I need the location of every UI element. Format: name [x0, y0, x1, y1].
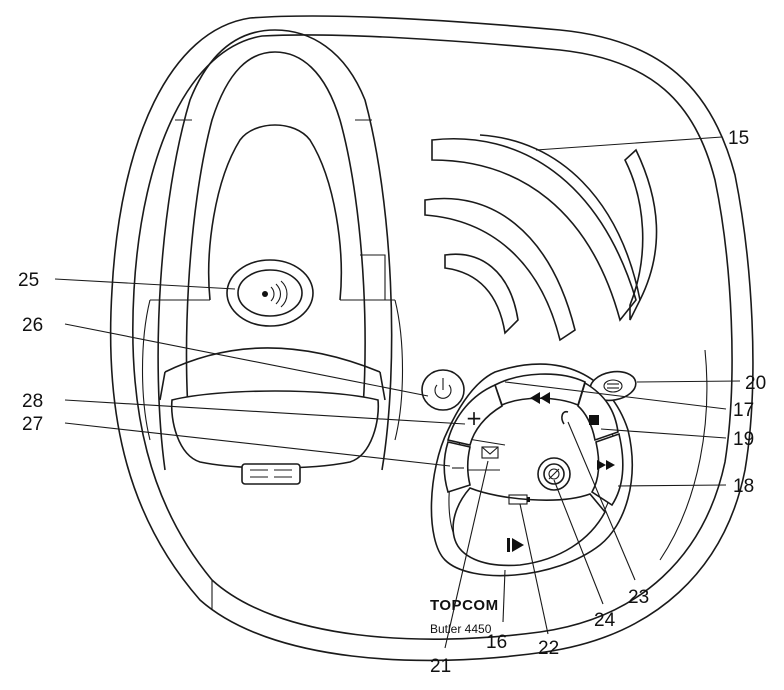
brand-label: TOPCOM: [430, 597, 499, 614]
handset-cradle: [141, 29, 404, 485]
callout-21: 21: [430, 656, 451, 677]
message-led: [481, 446, 499, 459]
answer-off-button[interactable]: [537, 457, 571, 491]
battery-icon: [508, 494, 530, 505]
stop-icon: [589, 415, 599, 425]
power-icon: [434, 378, 452, 399]
volume-down-button[interactable]: [443, 441, 471, 494]
line-led: [561, 410, 569, 425]
callout-18: 18: [733, 476, 754, 497]
callout-24: 24: [594, 610, 616, 631]
callout-25: 25: [18, 270, 39, 291]
callout-19: 19: [733, 429, 754, 450]
answer-off-icon: [548, 468, 560, 480]
page-icon: [262, 280, 288, 308]
stop-button[interactable]: [577, 381, 619, 442]
menu-button[interactable]: [588, 368, 638, 404]
callout-labels: 15 20 17 19 18 25 26 28 27 21 16 22 24 2…: [18, 128, 766, 677]
callout-22: 22: [538, 638, 559, 659]
play-button[interactable]: [452, 487, 606, 567]
plus-icon: +: [466, 406, 483, 430]
fast-forward-icon: [597, 460, 615, 470]
fast-forward-button[interactable]: [590, 432, 624, 507]
handset-icon: [561, 410, 569, 425]
callout-20: 20: [745, 373, 766, 394]
menu-icon: [603, 379, 623, 393]
leader-lines: [54, 136, 741, 649]
callout-27: 27: [22, 414, 43, 435]
rewind-button[interactable]: [494, 373, 586, 407]
callout-23: 23: [628, 587, 649, 608]
callout-15: 15: [728, 128, 749, 149]
power-button[interactable]: [421, 369, 465, 411]
charging-contacts: [241, 463, 301, 485]
play-icon: [507, 538, 524, 552]
callout-28: 28: [22, 391, 43, 412]
page-button[interactable]: [226, 259, 314, 327]
battery-led: [508, 494, 530, 505]
envelope-icon: [481, 446, 499, 459]
callout-17: 17: [733, 400, 754, 421]
volume-up-button[interactable]: +: [447, 383, 503, 446]
speaker-grille: [424, 134, 658, 342]
callout-16: 16: [486, 632, 507, 653]
base-body: [109, 15, 754, 662]
callout-26: 26: [22, 315, 43, 336]
model-label: Butler 4450: [430, 622, 492, 636]
rewind-icon: [530, 392, 550, 404]
